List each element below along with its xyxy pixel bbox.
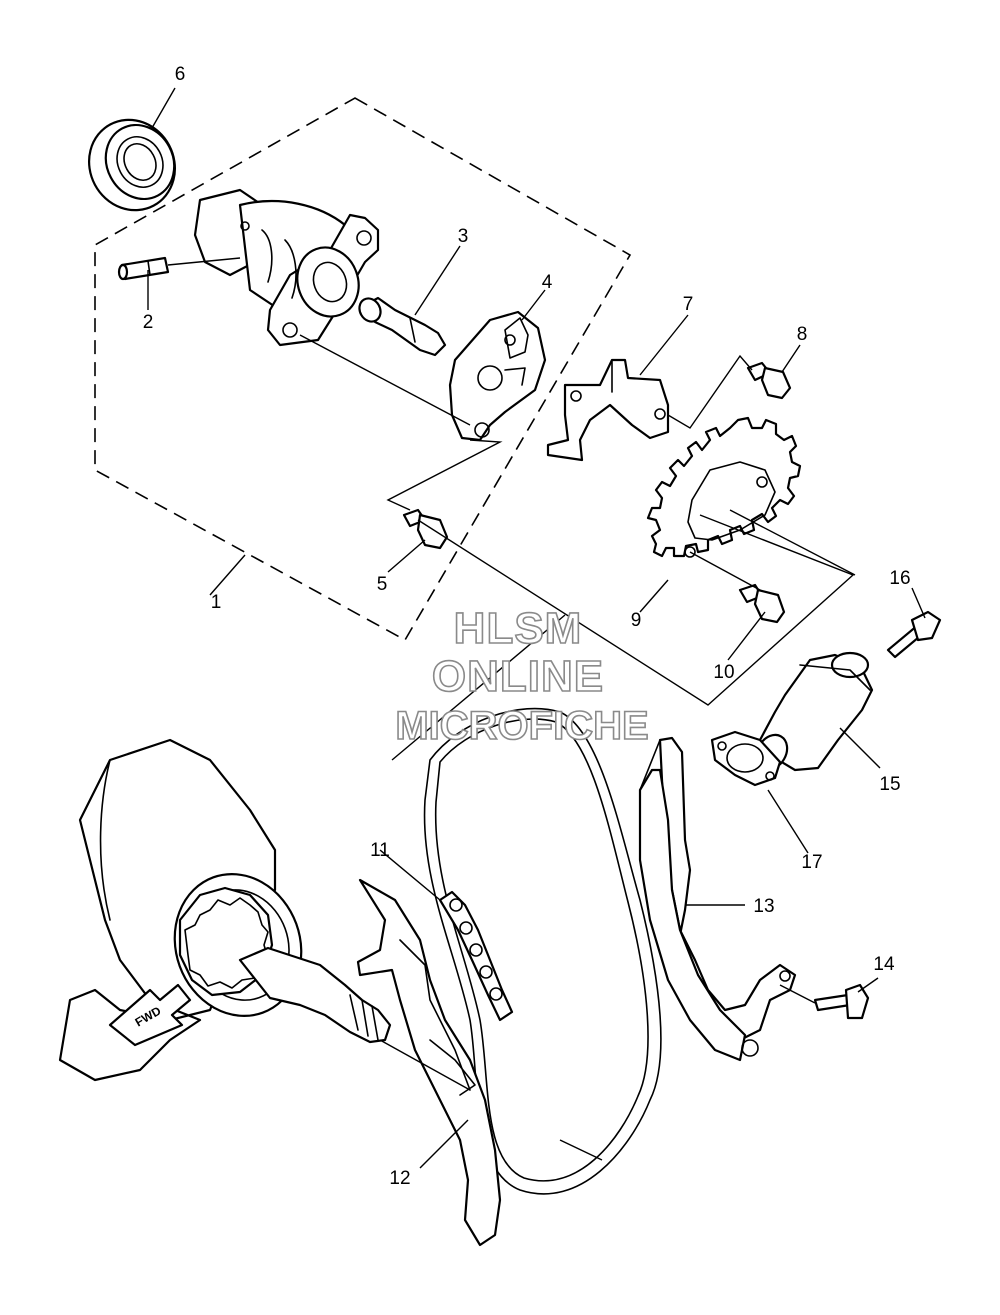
sprocket-9[interactable] xyxy=(646,416,802,558)
tensioner-guide-13[interactable] xyxy=(638,736,797,1062)
bolt-16[interactable] xyxy=(886,610,942,659)
chain-guide-11[interactable] xyxy=(438,890,514,1022)
leader-lines xyxy=(147,87,926,1169)
watermark-line-3: MICROFICHE xyxy=(395,704,648,748)
chain-guide-12[interactable] xyxy=(356,878,502,1247)
bolt-8[interactable] xyxy=(746,361,792,400)
callout-10: 10 xyxy=(713,662,734,683)
bolt-5[interactable] xyxy=(402,508,449,550)
callout-1: 1 xyxy=(211,592,222,613)
bolt-10[interactable] xyxy=(738,583,786,624)
plate-4[interactable] xyxy=(448,310,547,442)
watermark-line-2: ONLINE xyxy=(432,652,604,701)
callout-labels: 1 2 3 4 5 6 7 8 9 10 11 12 13 14 15 16 1… xyxy=(143,64,911,1189)
watermark-line-1: HLSM xyxy=(454,604,583,653)
callout-5: 5 xyxy=(377,574,388,595)
gasket-17[interactable] xyxy=(710,730,782,787)
callout-13: 13 xyxy=(753,896,774,917)
callout-12: 12 xyxy=(389,1168,410,1189)
camshaft[interactable] xyxy=(193,188,380,347)
callout-3: 3 xyxy=(458,226,469,247)
crankshaft[interactable] xyxy=(58,738,392,1082)
bolt-14[interactable] xyxy=(813,983,870,1020)
camshaft-assembly-boundary xyxy=(94,97,632,642)
callout-8: 8 xyxy=(797,324,808,345)
callout-6: 6 xyxy=(175,64,186,85)
callout-14: 14 xyxy=(873,954,895,975)
callout-15: 15 xyxy=(879,774,900,795)
guide-plate-7[interactable] xyxy=(546,358,670,462)
callout-2: 2 xyxy=(143,312,154,333)
timing-chain[interactable] xyxy=(423,707,662,1195)
forward-arrow-icon: FWD xyxy=(108,983,192,1047)
pin-2[interactable] xyxy=(117,256,170,281)
callout-9: 9 xyxy=(631,610,642,631)
bearing-6[interactable] xyxy=(73,105,190,226)
callout-4: 4 xyxy=(542,272,553,293)
callout-16: 16 xyxy=(889,568,910,589)
callout-11: 11 xyxy=(370,840,390,861)
watermark: HLSM ONLINE MICROFICHE xyxy=(395,603,650,749)
callout-17: 17 xyxy=(801,852,822,873)
callout-7: 7 xyxy=(683,294,694,315)
shaft-3[interactable] xyxy=(355,295,447,357)
